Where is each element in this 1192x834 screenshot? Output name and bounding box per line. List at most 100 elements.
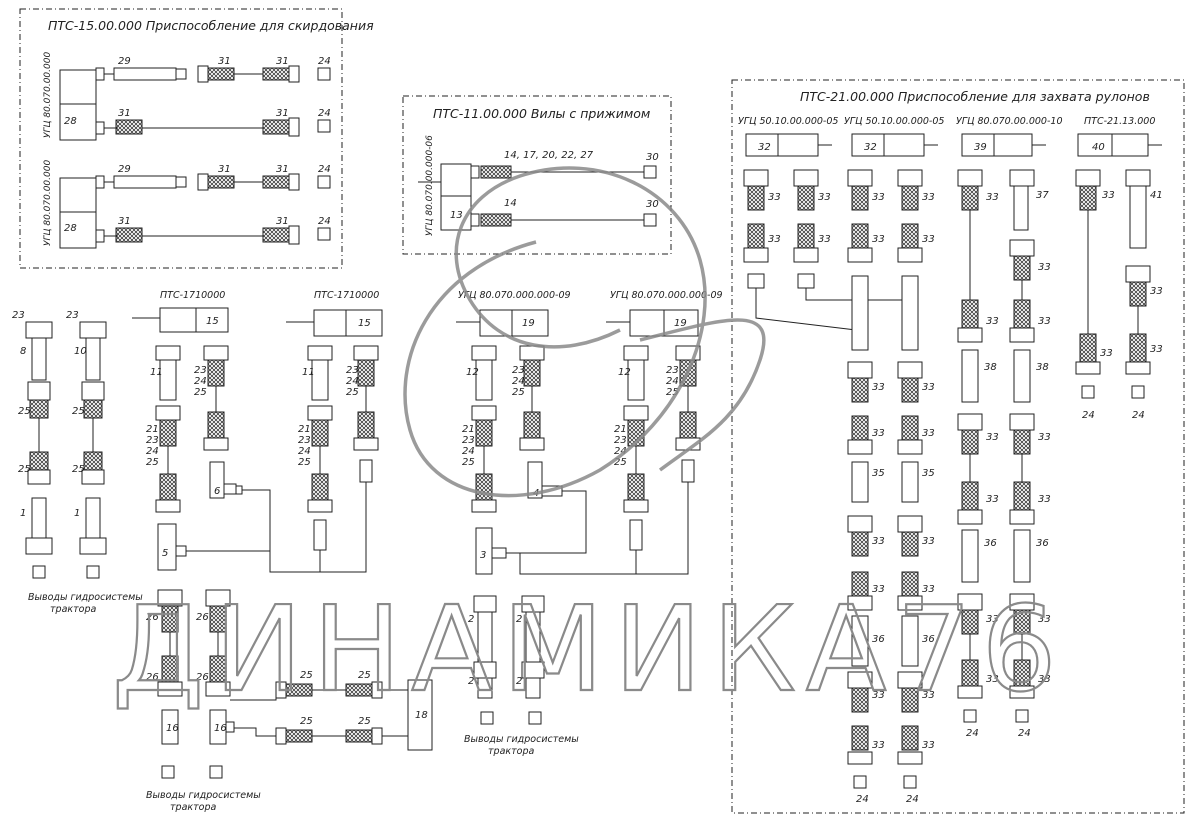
group-frame-skid [19, 8, 343, 269]
tractor-note-mid: трактора [488, 746, 535, 757]
svg-text:33: 33 [872, 382, 885, 393]
svg-text:33: 33 [872, 690, 885, 701]
roll-cylinder-39: УГЦ 80.070.00.000-10 39 [956, 116, 1063, 157]
svg-text:25: 25 [146, 457, 159, 468]
outputs-note-left: Выводы гидросистемы [28, 592, 143, 603]
skid-assembly-1: 28 УГЦ 80.070.00.000 29 31 31 24 31 31 2… [43, 52, 331, 141]
svg-text:2: 2 [468, 676, 474, 687]
cylinder-15-a: ПТС-1710000 15 11 21 23 24 25 23 24 25 6 [132, 290, 243, 513]
svg-text:38: 38 [1036, 362, 1049, 373]
svg-text:33: 33 [872, 536, 885, 547]
svg-text:24: 24 [318, 164, 331, 175]
svg-text:33: 33 [872, 234, 885, 245]
svg-text:30: 30 [646, 199, 659, 210]
tee-3: 3 [475, 527, 507, 575]
svg-text:36: 36 [872, 634, 885, 645]
svg-text:33: 33 [872, 428, 885, 439]
svg-text:31: 31 [276, 216, 289, 227]
hose-column-8: 23 8 25 25 1 [12, 310, 53, 579]
svg-text:21: 21 [462, 424, 475, 435]
svg-text:8: 8 [20, 346, 26, 357]
svg-text:23: 23 [12, 310, 25, 321]
roll-col-7: 33 33 24 [1075, 169, 1115, 421]
svg-text:33: 33 [1038, 262, 1051, 273]
svg-text:ПТС-1710000: ПТС-1710000 [314, 290, 379, 301]
svg-text:33: 33 [872, 740, 885, 751]
svg-text:2: 2 [468, 614, 474, 625]
svg-text:33: 33 [922, 690, 935, 701]
svg-text:33: 33 [818, 192, 831, 203]
roll-cylinder-40: ПТС-21.13.000 40 [1077, 116, 1162, 157]
svg-text:33: 33 [986, 316, 999, 327]
svg-text:19: 19 [674, 318, 687, 329]
svg-text:33: 33 [1150, 286, 1163, 297]
svg-text:23: 23 [194, 365, 207, 376]
svg-text:24: 24 [462, 446, 475, 457]
svg-text:21: 21 [298, 424, 311, 435]
svg-text:25: 25 [18, 464, 31, 475]
svg-text:1: 1 [20, 508, 26, 519]
svg-text:18: 18 [415, 710, 428, 721]
svg-text:24: 24 [298, 446, 311, 457]
roll-col-8: 41 33 33 24 [1125, 169, 1163, 421]
svg-text:33: 33 [1038, 614, 1051, 625]
svg-text:33: 33 [1038, 674, 1051, 685]
title-rolls: ПТС-21.00.000 Приспособление для захвата… [800, 89, 1150, 104]
svg-text:25: 25 [358, 716, 371, 727]
svg-text:31: 31 [276, 164, 289, 175]
svg-text:30: 30 [646, 152, 659, 163]
svg-text:24: 24 [146, 446, 159, 457]
svg-text:23: 23 [462, 435, 475, 446]
svg-text:33: 33 [768, 192, 781, 203]
svg-text:33: 33 [922, 740, 935, 751]
svg-text:33: 33 [922, 192, 935, 203]
svg-text:25: 25 [512, 387, 525, 398]
svg-text:24: 24 [1082, 410, 1095, 421]
svg-text:УГЦ 80.070.00.000: УГЦ 80.070.00.000 [43, 160, 53, 246]
svg-text:29: 29 [118, 164, 131, 175]
cylinder-15-b: ПТС-1710000 15 11 21 23 24 25 23 24 25 [286, 290, 383, 551]
forks-assembly: 13 УГЦ 80.070.00.000-06 14, 17, 20, 22, … [418, 135, 659, 236]
svg-text:33: 33 [986, 674, 999, 685]
svg-text:24: 24 [1132, 410, 1145, 421]
svg-text:24: 24 [346, 376, 359, 387]
svg-text:10: 10 [74, 346, 87, 357]
svg-text:41: 41 [1150, 190, 1163, 201]
line-tee4-link [520, 490, 587, 554]
svg-text:25: 25 [614, 457, 627, 468]
svg-text:19: 19 [522, 318, 535, 329]
svg-text:26: 26 [196, 612, 209, 623]
svg-text:15: 15 [358, 318, 371, 329]
svg-text:31: 31 [118, 216, 131, 227]
svg-text:16: 16 [166, 723, 179, 734]
svg-text:2: 2 [516, 676, 522, 687]
svg-text:31: 31 [218, 56, 231, 67]
svg-text:25: 25 [346, 387, 359, 398]
roll-col-4: 33 33 33 33 35 33 33 36 33 33 24 [897, 169, 935, 805]
svg-text:14: 14 [504, 198, 517, 209]
svg-text:1: 1 [74, 508, 80, 519]
svg-text:24: 24 [318, 216, 331, 227]
title-forks: ПТС-11.00.000 Вилы с прижимом [433, 106, 650, 121]
svg-text:26: 26 [146, 612, 159, 623]
svg-text:УГЦ 80.070.00.000-06: УГЦ 80.070.00.000-06 [425, 135, 435, 236]
svg-text:33: 33 [922, 428, 935, 439]
tractor-note-bl: трактора [170, 802, 217, 813]
svg-text:36: 36 [1036, 538, 1049, 549]
svg-text:24: 24 [666, 376, 679, 387]
svg-text:26: 26 [146, 672, 159, 683]
svg-text:24: 24 [318, 108, 331, 119]
hose-26-right: 26 26 16 [196, 589, 235, 779]
svg-text:ПТС-21.13.000: ПТС-21.13.000 [1084, 116, 1155, 127]
svg-text:23: 23 [146, 435, 159, 446]
svg-text:23: 23 [298, 435, 311, 446]
watermark: ДИНАМИКА76 [111, 166, 1058, 719]
block-18: 18 [407, 679, 433, 751]
roll-cylinder-32-a: УГЦ 50.10.00.000-05 32 [738, 116, 838, 157]
svg-text:25: 25 [72, 406, 85, 417]
svg-text:25: 25 [300, 670, 313, 681]
svg-text:33: 33 [986, 614, 999, 625]
svg-text:31: 31 [276, 56, 289, 67]
cylinder-19-b: УГЦ 80.070.000.000-09 19 12 21 23 24 25 … [606, 290, 723, 551]
